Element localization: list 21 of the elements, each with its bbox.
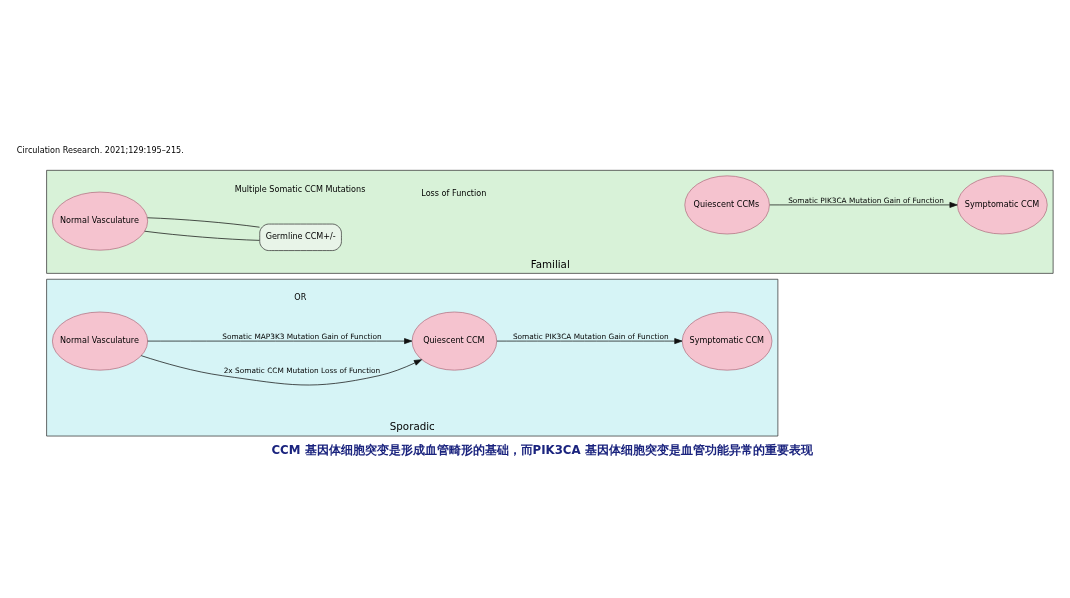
edge-label: 2x Somatic CCM Mutation Loss of Function	[223, 365, 381, 375]
connector	[147, 216, 260, 228]
arrow	[140, 354, 423, 385]
node-ellipse: Quiescent CCMs	[684, 175, 770, 234]
arrow	[496, 337, 683, 344]
edge-label: Somatic MAP3K3 Mutation Gain of Function	[222, 331, 382, 341]
label: Multiple Somatic CCM Mutations	[234, 183, 366, 194]
node-ellipse: Normal Vasculature	[52, 191, 149, 251]
node-box: Germline CCM+/-	[259, 223, 342, 251]
label: OR	[294, 291, 307, 302]
connector	[144, 230, 260, 241]
edge-label: Somatic PIK3CA Mutation Gain of Function	[512, 331, 669, 341]
node-ellipse: Symptomatic CCM	[957, 175, 1048, 234]
arrow	[769, 201, 958, 208]
label: Circulation Research. 2021;129:195–215.	[16, 144, 184, 155]
edge-label: Somatic PIK3CA Mutation Gain of Function	[788, 195, 944, 205]
node-ellipse: Normal Vasculature	[52, 311, 149, 371]
caption: CCM 基因体细胞突变是形成血管畸形的基础，而PIK3CA 基因体细胞突变是血管功能异常的重要表现	[271, 442, 813, 457]
node-ellipse: Symptomatic CCM	[681, 311, 773, 371]
label: Loss of Function	[421, 187, 487, 198]
arrow	[147, 337, 413, 344]
